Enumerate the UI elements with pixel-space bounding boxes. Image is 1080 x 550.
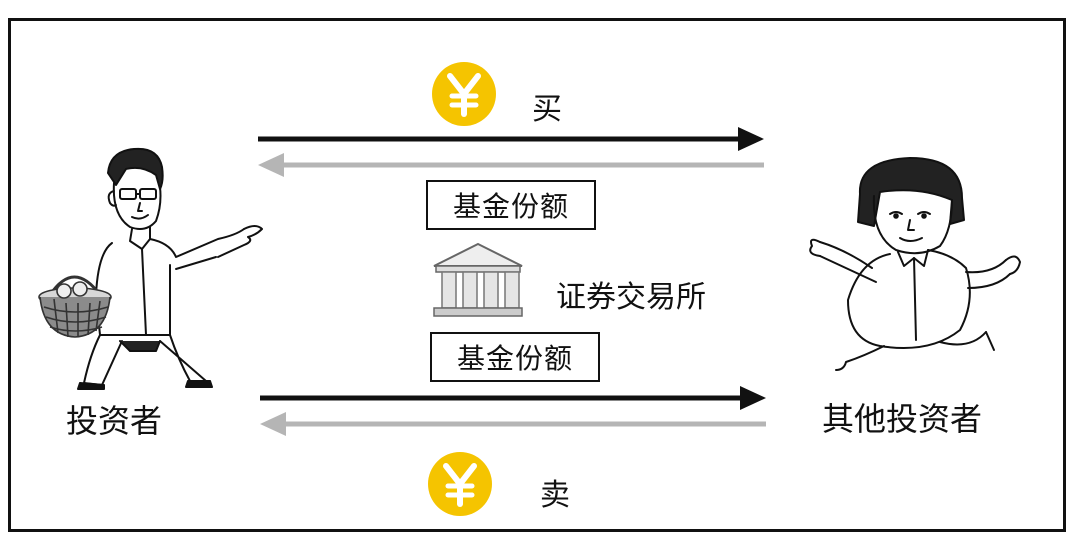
fund-share-box-top: 基金份额 [426,180,596,230]
sell-label: 卖 [540,478,570,513]
fund-share-box-bottom: 基金份额 [430,332,600,382]
buy-arrow-right-head [738,127,764,151]
fund-arrow-right-bottom-head [740,386,766,410]
exchange-label: 证券交易所 [556,280,706,315]
diagram-frame [8,18,1066,532]
woman-running-figure [809,157,1021,371]
yuan-coin-icon [428,452,492,516]
fund-arrow-left-top-head [258,153,284,177]
buy-label: 买 [532,92,562,127]
investor-label: 投资者 [66,402,163,440]
man-with-basket-figure [38,147,263,390]
other-investor-label: 其他投资者 [822,400,983,438]
yuan-coin-icon [432,62,496,126]
sell-arrow-left-head [260,412,286,436]
bank-building-icon [433,242,523,317]
